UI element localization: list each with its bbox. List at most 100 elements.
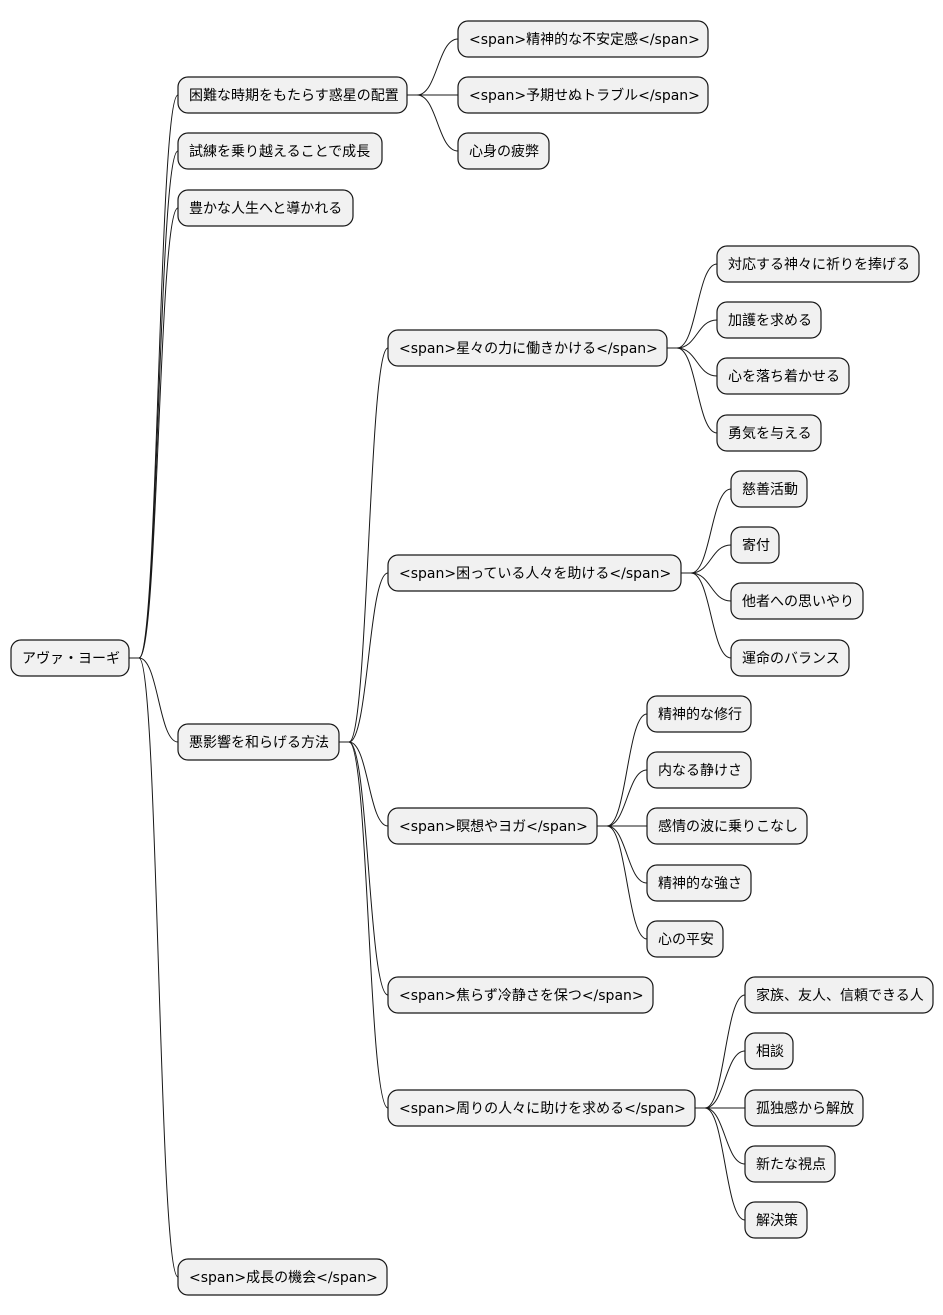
mindmap-node: 相談	[744, 1032, 794, 1070]
node-box	[646, 695, 752, 733]
mindmap-node: <span>成長の機会</span>	[177, 1258, 388, 1296]
mindmap-node: 試練を乗り越えることで成長	[177, 132, 383, 170]
node-label: 困難な時期をもたらす惑星の配置	[189, 88, 399, 104]
node-box	[387, 554, 682, 592]
node-label: <span>困っている人々を助ける</span>	[399, 566, 671, 582]
mindmap-node: 孤独感から解放	[744, 1089, 864, 1127]
node-label: 心身の疲弊	[469, 143, 539, 160]
node-label: 慈善活動	[742, 482, 798, 498]
mindmap-node: 心の平安	[646, 920, 724, 958]
connector-line	[407, 38, 459, 96]
node-label: <span>成長の機会</span>	[189, 1270, 378, 1286]
mindmap-node: 精神的な修行	[646, 695, 752, 733]
node-label: 心を落ち着かせる	[728, 369, 840, 385]
connector-line	[407, 94, 459, 152]
mindmap-node: 感情の波に乗りこなし	[646, 807, 808, 845]
mindmap-node: 心身の疲弊	[457, 132, 550, 170]
mindmap-node: <span>星々の力に働きかける</span>	[387, 329, 668, 367]
root-node: アヴァ・ヨーギ	[10, 639, 130, 677]
node-label: <span>焦らず冷静さを保つ</span>	[399, 988, 644, 1004]
node-label: <span>予期せぬトラブル</span>	[469, 87, 700, 104]
node-box	[177, 132, 383, 170]
node-label: 加護を求める	[728, 313, 812, 329]
node-label: 内なる静けさ	[658, 763, 742, 779]
connector-line	[339, 741, 389, 1109]
node-label: 対応する神々に祈りを捧げる	[728, 256, 910, 273]
mindmap-node: 悪影響を和らげる方法	[177, 723, 340, 761]
mindmap-node: 加護を求める	[716, 301, 822, 339]
node-label: 解決策	[756, 1212, 798, 1229]
node-box	[730, 526, 780, 564]
mindmap-node: 家族、友人、信頼できる人	[744, 976, 934, 1014]
node-label: 悪影響を和らげる方法	[189, 734, 329, 751]
node-box	[177, 76, 408, 114]
node-label: <span>周りの人々に助けを求める</span>	[399, 1101, 686, 1117]
mindmap-node: 内なる静けさ	[646, 751, 752, 789]
node-label: 精神的な強さ	[658, 876, 742, 892]
connector-line	[667, 263, 718, 349]
node-label: 寄付	[742, 537, 770, 554]
mindmap-node: <span>困っている人々を助ける</span>	[387, 554, 682, 592]
node-label: 試練を乗り越えることで成長	[189, 144, 370, 160]
mindmap-node: 寄付	[730, 526, 780, 564]
mindmap-node: <span>予期せぬトラブル</span>	[457, 76, 709, 114]
node-box	[646, 807, 808, 845]
node-box	[177, 723, 340, 761]
node-box	[730, 582, 864, 620]
node-label: 精神的な修行	[658, 707, 742, 723]
node-box	[387, 1089, 696, 1127]
connector-line	[129, 207, 179, 659]
connector-line	[667, 347, 718, 434]
node-box	[716, 357, 850, 395]
mindmap-node: <span>精神的な不安定感</span>	[457, 20, 709, 58]
node-box	[457, 76, 709, 114]
node-box	[457, 20, 709, 58]
node-box	[716, 414, 822, 452]
node-box	[387, 329, 668, 367]
mindmap-node: 精神的な強さ	[646, 864, 752, 902]
mindmap-node: 他者への思いやり	[730, 582, 864, 620]
connector-line	[339, 347, 389, 743]
node-box	[646, 751, 752, 789]
node-box	[744, 1032, 794, 1070]
mindmap-node: 豊かな人生へと導かれる	[177, 189, 354, 227]
node-box	[730, 470, 808, 508]
mindmap-node: 心を落ち着かせる	[716, 357, 850, 395]
node-box	[10, 639, 130, 677]
node-label: 豊かな人生へと導かれる	[189, 201, 342, 217]
mindmap-node: 解決策	[744, 1201, 808, 1239]
connector-line	[129, 657, 179, 1278]
node-box	[646, 864, 752, 902]
node-label: 感情の波に乗りこなし	[658, 818, 798, 835]
node-label: アヴァ・ヨーギ	[22, 650, 120, 667]
node-box	[457, 132, 550, 170]
connector-line	[681, 572, 732, 659]
mindmap-node: 運命のバランス	[730, 639, 850, 677]
node-layer: アヴァ・ヨーギ 困難な時期をもたらす惑星の配置 <span>精神的な不安定感</sp…	[10, 20, 934, 1296]
mindmap-node: <span>周りの人々に助けを求める</span>	[387, 1089, 696, 1127]
node-label: 勇気を与える	[728, 426, 812, 442]
mindmap-node: <span>焦らず冷静さを保つ</span>	[387, 976, 654, 1014]
node-box	[744, 1089, 864, 1127]
node-label: <span>精神的な不安定感</span>	[469, 31, 700, 48]
node-box	[744, 1201, 808, 1239]
connector-line	[695, 994, 746, 1109]
node-box	[387, 807, 598, 845]
connector-line	[681, 488, 732, 574]
mindmap-node: 慈善活動	[730, 470, 808, 508]
node-box	[387, 976, 654, 1014]
mindmap-node: 困難な時期をもたらす惑星の配置	[177, 76, 408, 114]
node-box	[646, 920, 724, 958]
node-box	[716, 301, 822, 339]
connector-line	[129, 150, 179, 659]
node-label: <span>星々の力に働きかける</span>	[399, 341, 658, 357]
node-label: <span>瞑想やヨガ</span>	[399, 819, 588, 835]
node-label: 心の平安	[658, 932, 714, 948]
node-label: 孤独感から解放	[756, 1100, 854, 1117]
node-label: 家族、友人、信頼できる人	[756, 987, 924, 1004]
node-label: 他者への思いやり	[742, 594, 854, 610]
mindmap-node: <span>瞑想やヨガ</span>	[387, 807, 598, 845]
node-box	[744, 1145, 836, 1183]
mindmap-node: 新たな視点	[744, 1145, 836, 1183]
